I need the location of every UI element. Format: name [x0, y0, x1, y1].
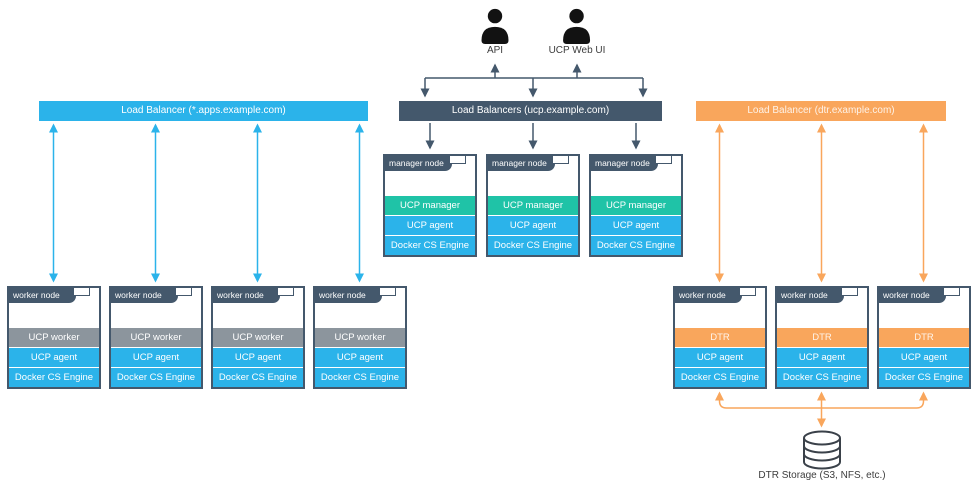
folder-notch: [841, 288, 858, 296]
row-docker-cs-engine: Docker CS Engine: [111, 368, 201, 387]
app-worker-node-4: worker node UCP worker UCP agent Docker …: [313, 286, 407, 389]
folder-notch: [277, 288, 294, 296]
folder-notch: [73, 288, 90, 296]
node-tab: worker node: [111, 288, 178, 303]
row-ucp-agent: UCP agent: [488, 216, 578, 235]
node-tab: manager node: [385, 156, 452, 171]
row-ucp-worker: UCP worker: [9, 328, 99, 347]
manager-node-2: manager node UCP manager UCP agent Docke…: [486, 154, 580, 257]
node-tab: worker node: [315, 288, 382, 303]
row-docker-cs-engine: Docker CS Engine: [213, 368, 303, 387]
row-dtr: DTR: [675, 328, 765, 347]
dtr-worker-node-1: worker node DTR UCP agent Docker CS Engi…: [673, 286, 767, 389]
row-ucp-manager: UCP manager: [488, 196, 578, 215]
manager-node-3: manager node UCP manager UCP agent Docke…: [589, 154, 683, 257]
row-ucp-agent: UCP agent: [591, 216, 681, 235]
node-tab: worker node: [9, 288, 76, 303]
row-dtr: DTR: [777, 328, 867, 347]
actor-ucp-web-ui: UCP Web UI: [548, 8, 606, 56]
row-docker-cs-engine: Docker CS Engine: [315, 368, 405, 387]
dtr-worker-node-3: worker node DTR UCP agent Docker CS Engi…: [877, 286, 971, 389]
row-ucp-worker: UCP worker: [315, 328, 405, 347]
manager-node-1: manager node UCP manager UCP agent Docke…: [383, 154, 477, 257]
folder-notch: [655, 156, 672, 164]
row-docker-cs-engine: Docker CS Engine: [488, 236, 578, 255]
node-tab: manager node: [591, 156, 658, 171]
folder-notch: [739, 288, 756, 296]
load-balancer-ucp: Load Balancers (ucp.example.com): [399, 101, 662, 121]
app-worker-node-3: worker node UCP worker UCP agent Docker …: [211, 286, 305, 389]
node-tab: worker node: [879, 288, 946, 303]
dtr-worker-node-2: worker node DTR UCP agent Docker CS Engi…: [775, 286, 869, 389]
row-docker-cs-engine: Docker CS Engine: [879, 368, 969, 387]
row-ucp-agent: UCP agent: [213, 348, 303, 367]
node-tab: worker node: [213, 288, 280, 303]
folder-notch: [449, 156, 466, 164]
dtr-lb-worker-arrows: [715, 123, 928, 283]
folder-notch: [175, 288, 192, 296]
row-ucp-agent: UCP agent: [9, 348, 99, 367]
row-dtr: DTR: [879, 328, 969, 347]
dtr-storage-arrows: [715, 391, 928, 428]
load-balancer-dtr: Load Balancer (dtr.example.com): [696, 101, 946, 121]
folder-notch: [552, 156, 569, 164]
app-worker-node-1: worker node UCP worker UCP agent Docker …: [7, 286, 101, 389]
row-docker-cs-engine: Docker CS Engine: [675, 368, 765, 387]
node-tab: worker node: [675, 288, 742, 303]
row-ucp-agent: UCP agent: [111, 348, 201, 367]
row-ucp-agent: UCP agent: [385, 216, 475, 235]
actor-api-label: API: [486, 45, 504, 56]
row-ucp-agent: UCP agent: [315, 348, 405, 367]
row-docker-cs-engine: Docker CS Engine: [591, 236, 681, 255]
row-ucp-manager: UCP manager: [591, 196, 681, 215]
node-tab: worker node: [777, 288, 844, 303]
node-tab: manager node: [488, 156, 555, 171]
actor-api: API: [477, 8, 513, 56]
row-ucp-manager: UCP manager: [385, 196, 475, 215]
row-docker-cs-engine: Docker CS Engine: [777, 368, 867, 387]
load-balancer-apps: Load Balancer (*.apps.example.com): [39, 101, 368, 121]
apps-lb-worker-arrows: [49, 123, 364, 283]
row-ucp-worker: UCP worker: [111, 328, 201, 347]
app-worker-node-2: worker node UCP worker UCP agent Docker …: [109, 286, 203, 389]
row-ucp-worker: UCP worker: [213, 328, 303, 347]
row-docker-cs-engine: Docker CS Engine: [9, 368, 99, 387]
user-icon: [481, 8, 509, 44]
folder-notch: [379, 288, 396, 296]
row-ucp-agent: UCP agent: [879, 348, 969, 367]
actor-ucp-web-ui-label: UCP Web UI: [548, 45, 606, 56]
storage-label: DTR Storage (S3, NFS, etc.): [758, 470, 886, 481]
row-ucp-agent: UCP agent: [675, 348, 765, 367]
folder-notch: [943, 288, 960, 296]
user-icon: [563, 8, 591, 44]
database-icon: [803, 430, 841, 470]
row-ucp-agent: UCP agent: [777, 348, 867, 367]
row-docker-cs-engine: Docker CS Engine: [385, 236, 475, 255]
